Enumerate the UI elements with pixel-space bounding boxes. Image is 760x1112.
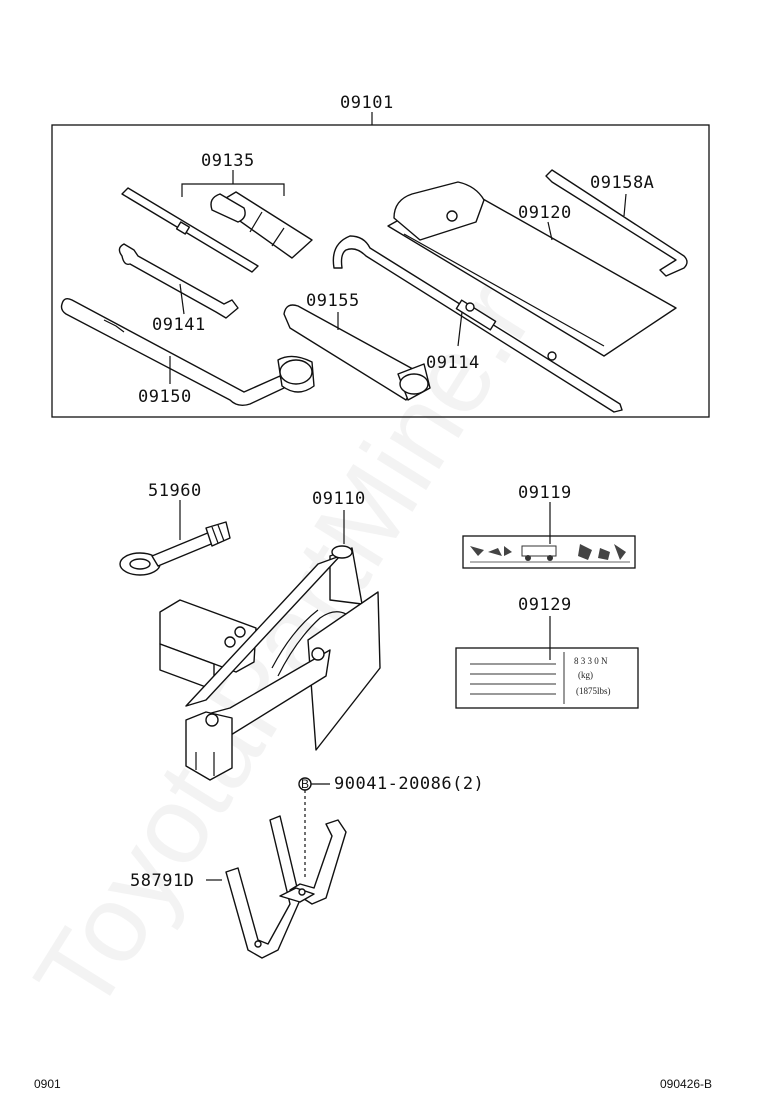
label-09101[interactable]: 09101 <box>340 93 394 113</box>
lug-wrench-09150 <box>60 297 315 407</box>
label-09141[interactable]: 09141 <box>152 315 206 335</box>
footer-right-code: 090426-B <box>660 1077 712 1091</box>
jack-handle-09114 <box>332 235 623 413</box>
leader-09158a <box>623 193 627 217</box>
jack-09110 <box>159 545 381 781</box>
tool-kit-frame <box>51 124 710 418</box>
towing-eye-51960 <box>119 521 231 576</box>
label-09158a[interactable]: 09158A <box>590 173 654 193</box>
label-09110[interactable]: 09110 <box>312 489 366 509</box>
label-09114[interactable]: 09114 <box>426 353 480 373</box>
label-09120[interactable]: 09120 <box>518 203 572 223</box>
hook-bar-09158a <box>545 169 688 277</box>
tool-bag-09120 <box>387 181 677 357</box>
label-58791d[interactable]: 58791D <box>130 871 194 891</box>
label-51960[interactable]: 51960 <box>148 481 202 501</box>
label-90041[interactable]: 90041-20086(2) <box>334 774 484 794</box>
leader-09114 <box>457 311 463 347</box>
screwdriver-09135 <box>121 187 313 273</box>
label-09155[interactable]: 09155 <box>306 291 360 311</box>
footer-left-code: 0901 <box>34 1077 61 1091</box>
label-09119[interactable]: 09119 <box>518 483 572 503</box>
capacity-line-3: (1875lbs) <box>576 686 611 696</box>
label-09129[interactable]: 09129 <box>518 595 572 615</box>
capacity-line-2: (kg) <box>578 670 593 680</box>
caution-label-09119 <box>462 535 636 569</box>
capacity-line-1: 8 3 3 0 N <box>574 656 608 666</box>
label-09150[interactable]: 09150 <box>138 387 192 407</box>
leader-09120 <box>547 221 553 241</box>
wrench-09141 <box>118 243 239 319</box>
bolt-marker-letter: B <box>301 777 309 791</box>
capacity-label-09129 <box>455 647 639 709</box>
label-09135[interactable]: 09135 <box>201 151 255 171</box>
socket-09155 <box>283 304 431 401</box>
leader-09141 <box>179 283 185 315</box>
jack-holder-58791d <box>225 815 347 959</box>
